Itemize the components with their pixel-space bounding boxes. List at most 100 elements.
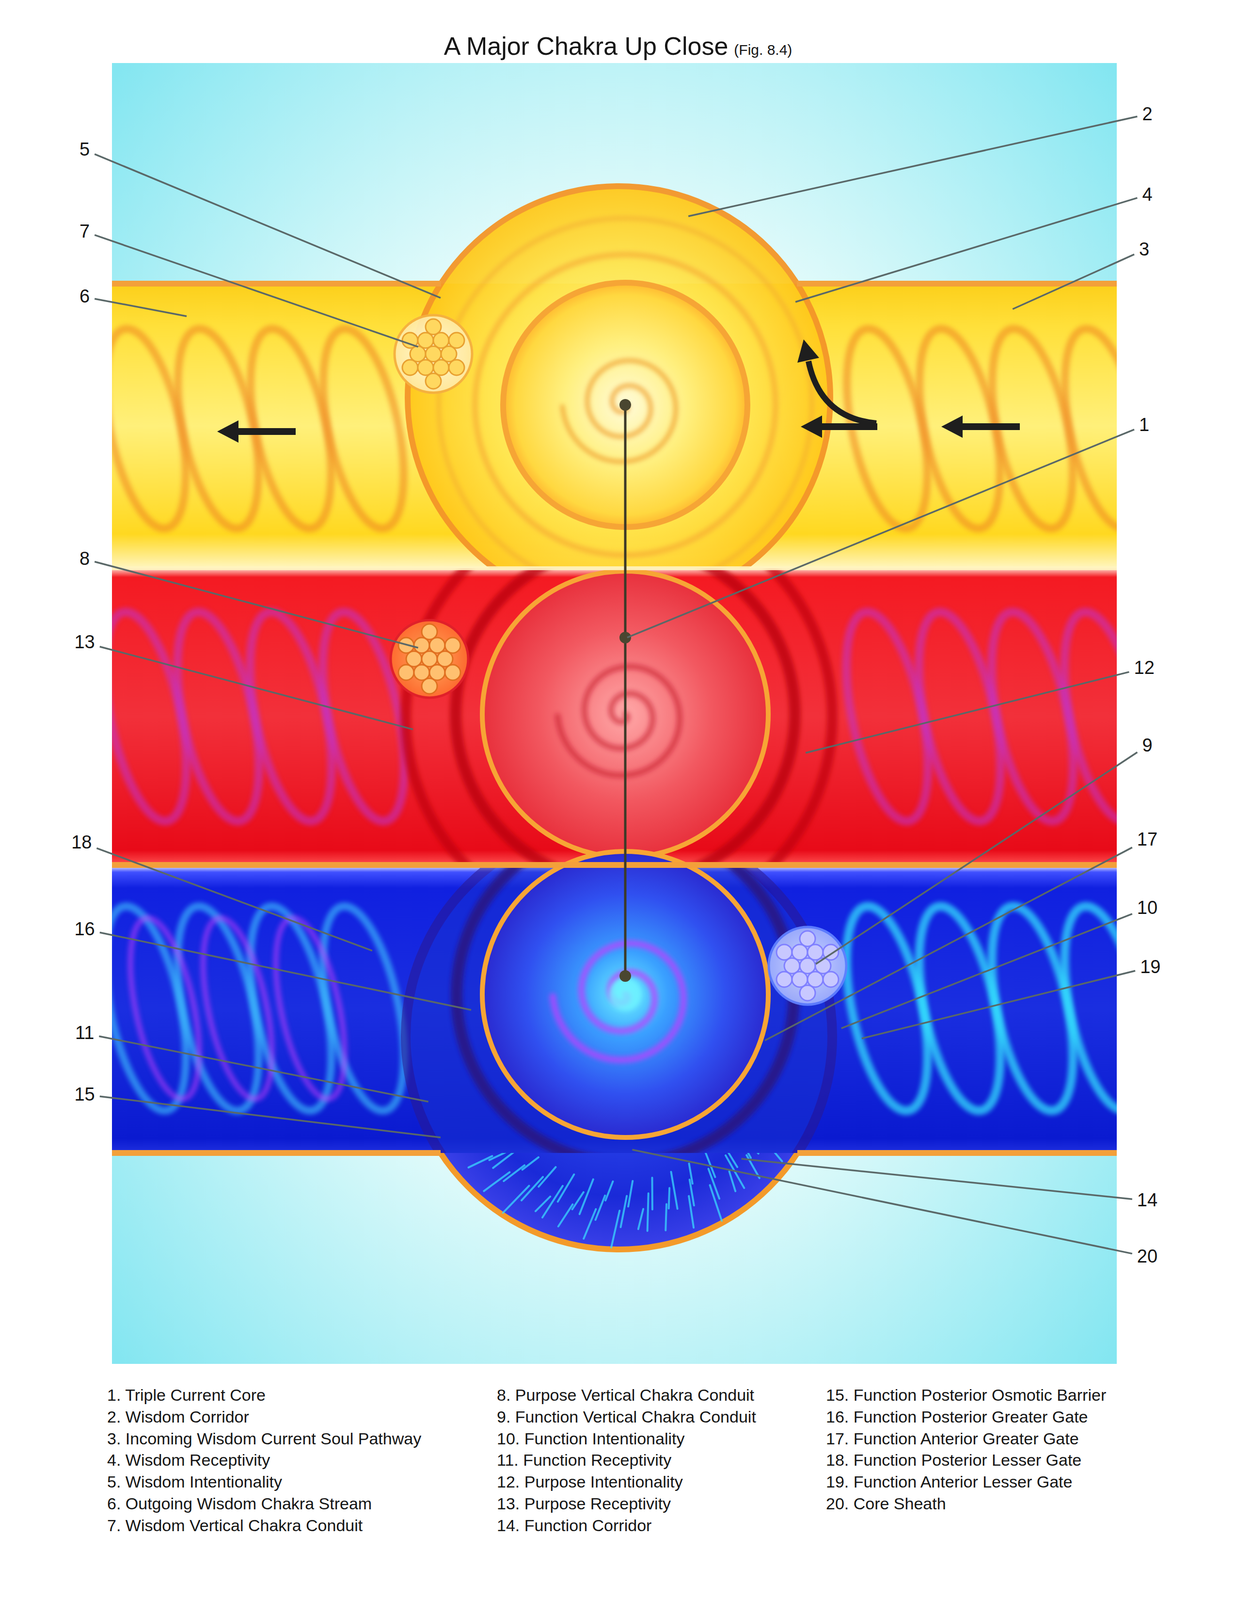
band-edge bbox=[111, 1149, 441, 1156]
osmotic-hair bbox=[583, 1208, 596, 1239]
legend-entry: 1. Triple Current Core bbox=[107, 1385, 266, 1405]
conduit-cell bbox=[421, 678, 438, 694]
callout-number: 19 bbox=[1140, 956, 1161, 978]
triple-current-core bbox=[619, 398, 632, 982]
leader-line bbox=[688, 116, 1138, 217]
callout-number: 6 bbox=[79, 285, 90, 308]
osmotic-hair bbox=[688, 1195, 694, 1228]
osmotic-hair bbox=[668, 1187, 670, 1208]
legend-entry: 6. Outgoing Wisdom Chakra Stream bbox=[107, 1493, 372, 1513]
legend-entry: 19. Function Anterior Lesser Gate bbox=[825, 1472, 1073, 1492]
legend-entry: 9. Function Vertical Chakra Conduit bbox=[496, 1407, 757, 1427]
coil-loop bbox=[111, 899, 202, 1118]
core-line bbox=[624, 404, 627, 976]
leader-line bbox=[861, 970, 1136, 1039]
leader-line bbox=[627, 429, 1135, 638]
callout-number: 1 bbox=[1139, 414, 1150, 437]
band-edge bbox=[111, 566, 1117, 571]
band-edge bbox=[797, 1149, 1117, 1156]
callout-number: 20 bbox=[1137, 1245, 1158, 1268]
leader-line bbox=[99, 1095, 441, 1138]
callout-number: 4 bbox=[1141, 184, 1153, 206]
osmotic-hair bbox=[611, 1210, 620, 1248]
conduit-ball bbox=[394, 315, 473, 393]
legend-entry: 11. Function Receptivity bbox=[496, 1450, 672, 1470]
conduit-cell bbox=[398, 664, 414, 681]
wisdom-corridor bbox=[407, 186, 831, 569]
conduit-outline bbox=[390, 619, 469, 698]
osmotic-hair bbox=[605, 1181, 613, 1201]
legend-entry: 14. Function Corridor bbox=[496, 1515, 652, 1535]
coil-loop bbox=[111, 321, 201, 536]
osmotic-hair bbox=[620, 1195, 627, 1227]
osmotic-hair bbox=[558, 1204, 573, 1226]
conduit-cell bbox=[444, 664, 461, 681]
legend-entry: 3. Incoming Wisdom Current Soul Pathway bbox=[107, 1428, 422, 1448]
arrow-head bbox=[797, 339, 820, 363]
osmotic-hair bbox=[729, 1171, 736, 1191]
osmotic-hair bbox=[761, 1152, 782, 1161]
leader-line bbox=[94, 154, 441, 299]
callout-number: 7 bbox=[79, 221, 90, 243]
osmotic-hair bbox=[521, 1176, 543, 1201]
osmotic-hair bbox=[503, 1185, 530, 1213]
callout-number: 16 bbox=[74, 918, 95, 940]
coil-loop bbox=[111, 604, 202, 828]
core-dot bbox=[619, 398, 632, 411]
figure-number: (Fig. 8.4) bbox=[733, 41, 793, 59]
coil-loop bbox=[1048, 604, 1117, 828]
conduit-cell bbox=[799, 984, 816, 1001]
osmotic-hair bbox=[710, 1184, 723, 1221]
conduit-ball bbox=[390, 619, 469, 698]
osmotic-hair bbox=[665, 1203, 667, 1230]
band-edges bbox=[111, 283, 1117, 1153]
callout-number: 8 bbox=[79, 548, 90, 570]
purpose-stream bbox=[111, 568, 1117, 865]
osmotic-hairs bbox=[457, 1152, 783, 1248]
leader-line bbox=[99, 646, 413, 730]
legend-entry: 18. Function Posterior Lesser Gate bbox=[825, 1450, 1082, 1470]
leader-line bbox=[795, 197, 1138, 302]
leader-line bbox=[99, 932, 472, 1010]
legend-entry: 17. Function Anterior Greater Gate bbox=[825, 1428, 1079, 1448]
conduit-cell bbox=[776, 971, 793, 987]
osmotic-hair bbox=[595, 1195, 606, 1220]
vortex-spiral bbox=[557, 666, 680, 776]
spiral-center bbox=[608, 977, 642, 1011]
legend-entry: 8. Purpose Vertical Chakra Conduit bbox=[496, 1385, 755, 1405]
coil-loop bbox=[190, 912, 286, 1105]
leader-line bbox=[815, 752, 1138, 965]
legend-entry: 20. Core Sheath bbox=[825, 1493, 947, 1513]
leader-line bbox=[94, 561, 418, 648]
callout-number: 18 bbox=[71, 831, 92, 854]
function-corridor bbox=[405, 1152, 833, 1250]
osmotic-hair bbox=[522, 1156, 539, 1170]
coil-loop bbox=[1049, 321, 1117, 536]
conduit-ball bbox=[768, 926, 847, 1005]
legend-entry: 4. Wisdom Receptivity bbox=[107, 1450, 270, 1470]
callout-number: 11 bbox=[75, 1022, 95, 1044]
leader-line bbox=[841, 913, 1133, 1029]
band-edge bbox=[111, 280, 442, 287]
legend-entry: 2. Wisdom Corridor bbox=[107, 1407, 250, 1427]
legend-entry: 12. Purpose Intentionality bbox=[496, 1472, 683, 1492]
legend-entry: 15. Function Posterior Osmotic Barrier bbox=[825, 1385, 1107, 1405]
osmotic-hair bbox=[535, 1196, 551, 1211]
legend-entry: 16. Function Posterior Greater Gate bbox=[825, 1407, 1088, 1427]
callout-number: 5 bbox=[79, 139, 90, 161]
core-dot bbox=[619, 969, 632, 982]
arrow-shaft bbox=[808, 361, 877, 424]
conduit-cell bbox=[448, 359, 465, 376]
conduit-outline bbox=[768, 926, 847, 1005]
vortex-spiral bbox=[552, 943, 684, 1061]
legend-entry: 10. Function Intentionality bbox=[496, 1428, 685, 1448]
arrow-shaft bbox=[961, 423, 1020, 430]
arrow-head bbox=[217, 420, 239, 443]
leader-line bbox=[96, 847, 372, 951]
osmotic-hair bbox=[628, 1180, 633, 1207]
osmotic-hair bbox=[538, 1166, 556, 1187]
coil-loop bbox=[262, 912, 358, 1105]
osmotic-hair bbox=[647, 1192, 649, 1231]
